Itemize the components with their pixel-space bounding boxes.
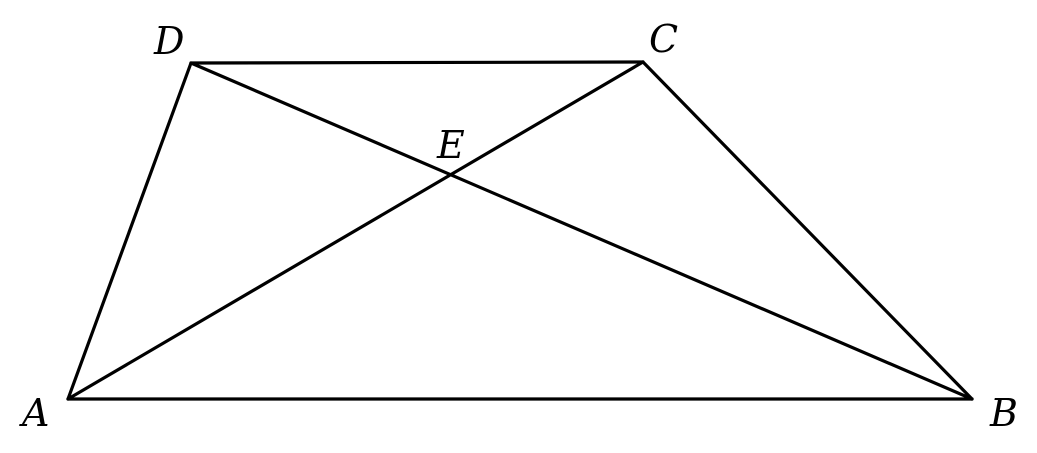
label-D: D [153,19,184,63]
label-E: E [436,123,465,167]
label-C: C [649,17,678,61]
segment-BC [641,60,974,401]
label-A: A [19,391,49,435]
segment-DA [66,61,193,401]
label-B: B [989,391,1018,435]
segment-CD [189,60,645,65]
diagonal-BD [189,61,974,401]
diagonal-AC [66,60,645,401]
